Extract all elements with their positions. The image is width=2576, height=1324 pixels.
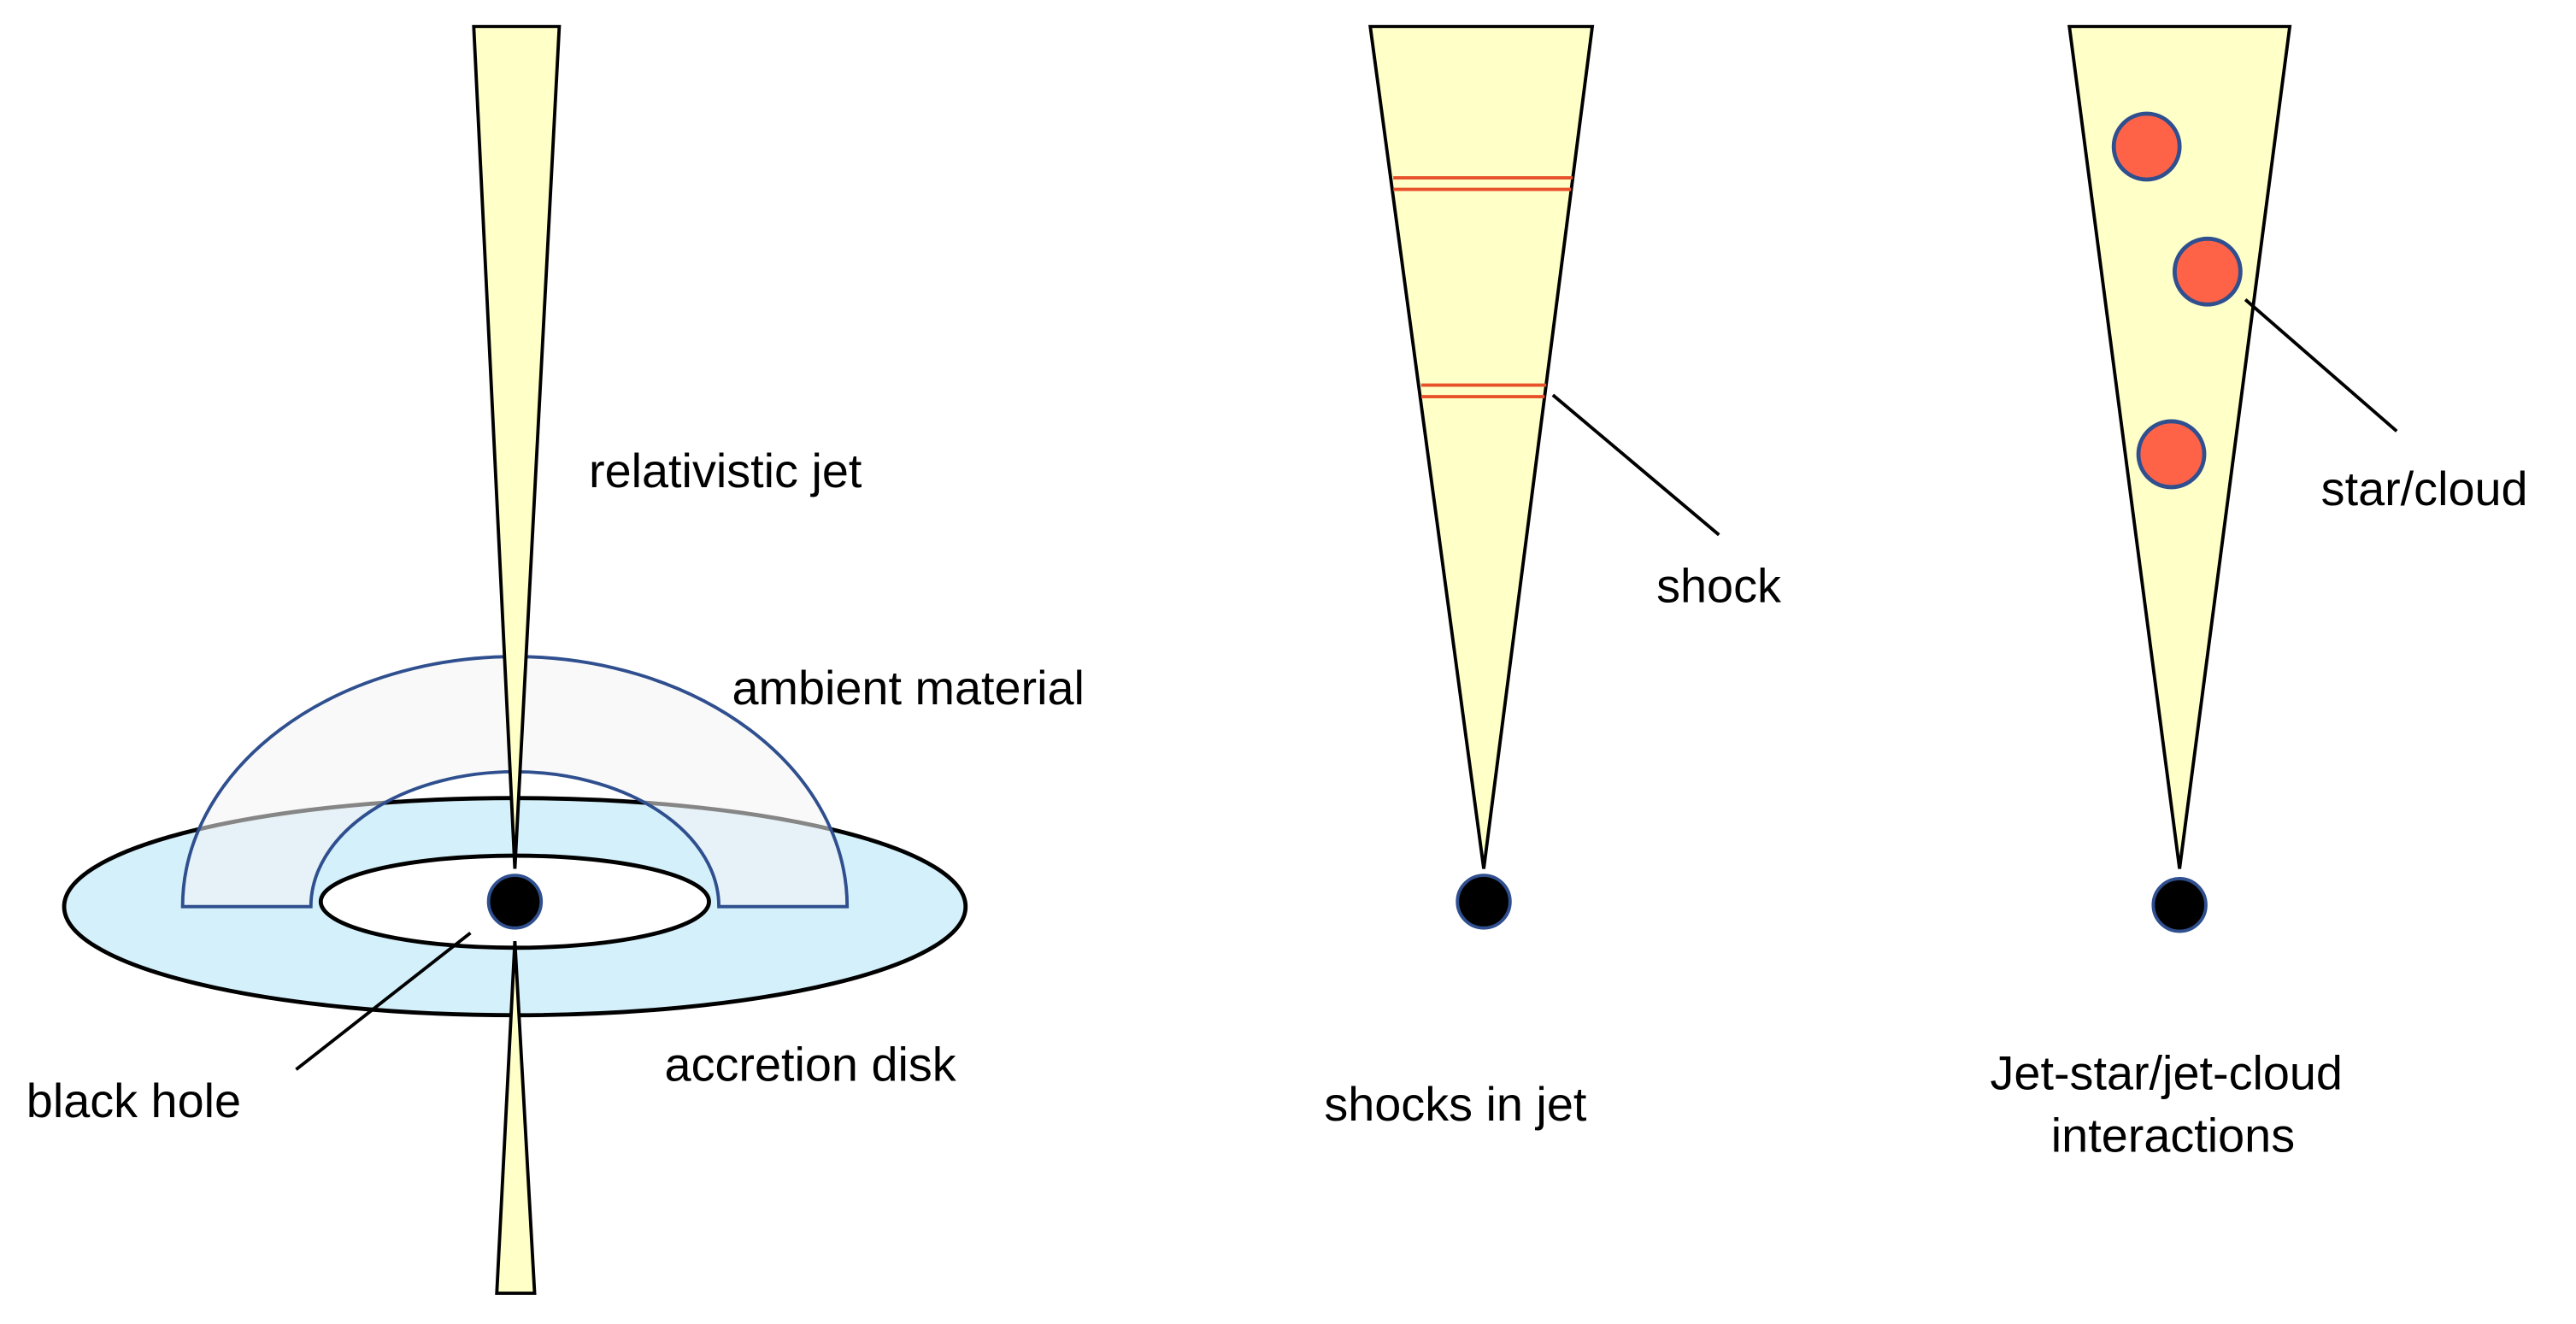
star-cloud-pointer-line [2244, 298, 2398, 433]
black-hole-shocks [1456, 874, 1512, 930]
ambient-material [180, 655, 850, 909]
black-hole-clouds [2151, 877, 2208, 933]
panel-shocks-in-jet: shock shocks in jet [1324, 25, 1781, 1131]
label-interactions-line2: interactions [2051, 1108, 2295, 1162]
lower-jet [495, 941, 537, 1295]
upper-relativistic-jet [472, 25, 562, 869]
black-hole [486, 874, 544, 930]
jet-cone-shocks [1368, 25, 1595, 869]
star-cloud-3 [2136, 419, 2207, 490]
label-shocks-in-jet: shocks in jet [1324, 1077, 1587, 1131]
shock-lower [1420, 383, 1547, 398]
label-star-cloud: star/cloud [2321, 462, 2528, 515]
label-ambient-material: ambient material [732, 661, 1084, 715]
label-shock: shock [1656, 559, 1781, 613]
black-hole-pointer-line [295, 931, 472, 1071]
shock-upper [1393, 176, 1573, 191]
label-black-hole: black hole [26, 1074, 241, 1127]
label-relativistic-jet: relativistic jet [589, 444, 862, 497]
shock-pointer-line [1551, 393, 1720, 537]
panel-jet-star-interactions: star/cloud Jet-star/jet-cloud interactio… [1991, 25, 2528, 1162]
label-interactions-line1: Jet-star/jet-cloud [1991, 1045, 2343, 1099]
panel-agn-overview: relativistic jet ambient material accret… [26, 25, 1085, 1295]
label-accretion-disk: accretion disk [665, 1038, 956, 1092]
star-cloud-1 [2111, 111, 2182, 182]
star-cloud-2 [2172, 236, 2243, 307]
